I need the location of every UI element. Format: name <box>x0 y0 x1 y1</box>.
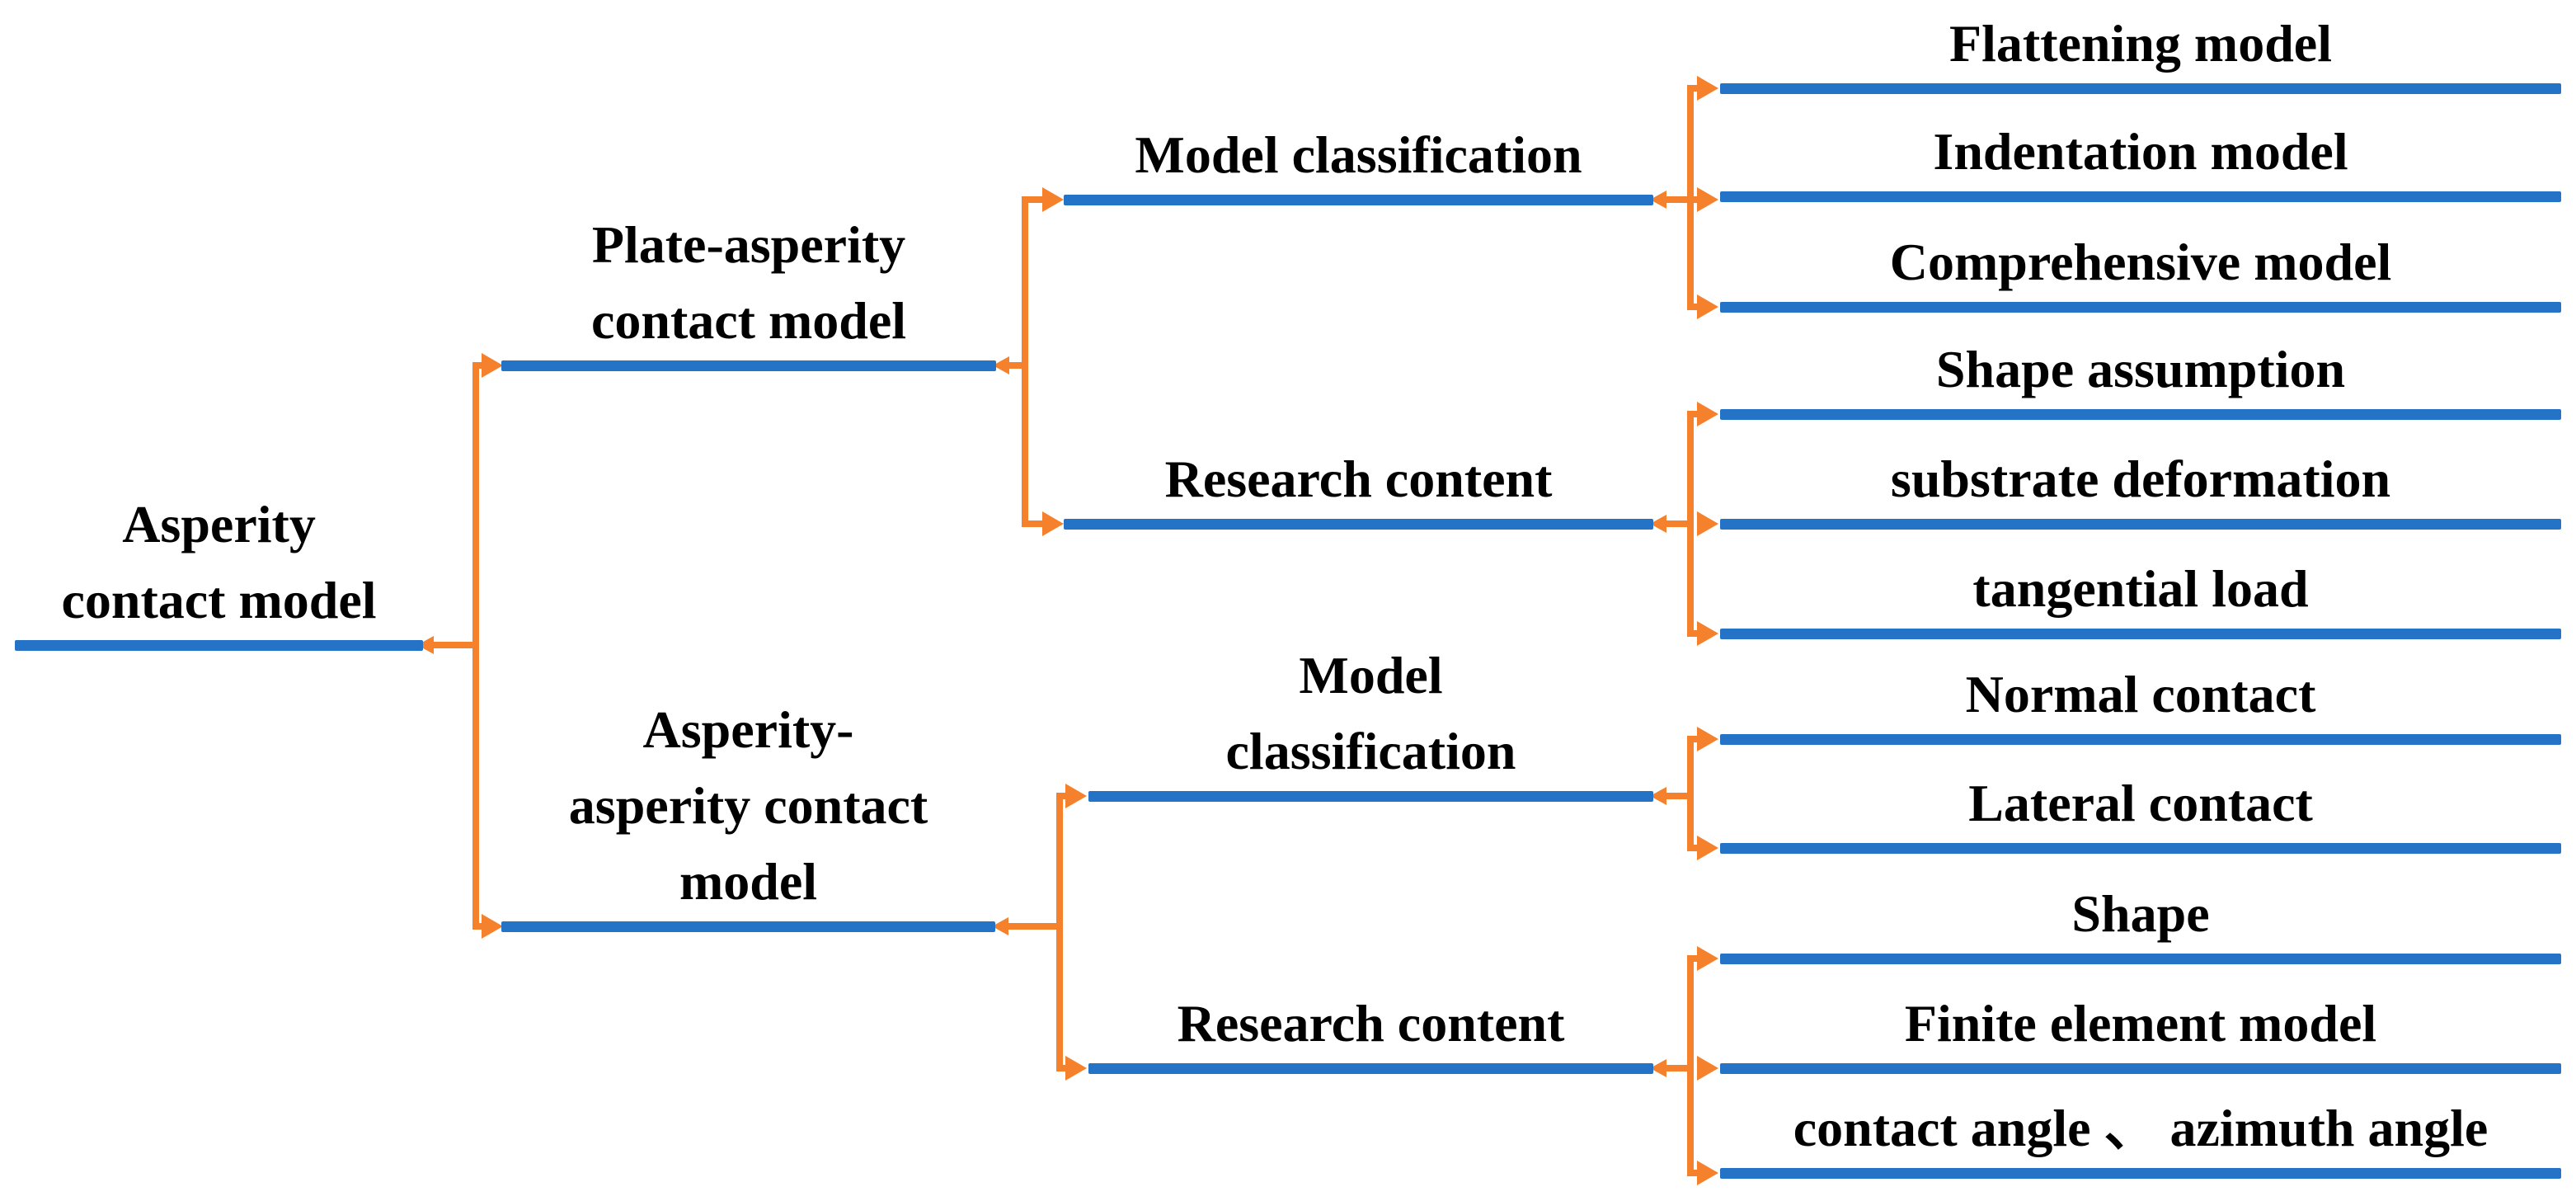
node-underline <box>1064 519 1653 530</box>
node-label: Shape assumption <box>1935 340 2346 398</box>
node-label: Finite element model <box>1904 994 2377 1053</box>
node-label: Comprehensive model <box>1889 233 2392 291</box>
node-model-classification-2: Model classification <box>1088 638 1653 802</box>
node-label: Model classification <box>1135 125 1582 184</box>
connector-research-content2-to-leaves <box>1650 946 1718 1185</box>
node-underline <box>1720 1168 2561 1179</box>
node-substrate-deformation: substrate deformation <box>1720 441 2561 530</box>
node-research-content-1: Research content <box>1064 441 1653 530</box>
node-plate-asperity-contact-model: Plate-asperity contact model <box>501 207 996 371</box>
node-normal-contact: Normal contact <box>1720 657 2561 745</box>
node-underline <box>15 640 423 651</box>
node-label: Model classification <box>1225 646 1516 780</box>
node-label: tangential load <box>1972 559 2309 618</box>
node-asperity-asperity-contact-model: Asperity- asperity contact model <box>501 692 995 932</box>
node-label: substrate deformation <box>1890 450 2391 508</box>
node-shape-assumption: Shape assumption <box>1720 332 2561 420</box>
node-underline <box>1720 734 2561 745</box>
node-label: Research content <box>1177 994 1565 1053</box>
node-contact-angle-azimuth-angle: contact angle 、 azimuth angle <box>1720 1090 2561 1179</box>
node-underline <box>1064 195 1653 205</box>
node-underline <box>1720 629 2561 639</box>
node-label: Asperity contact model <box>61 495 377 629</box>
node-label: contact angle 、 azimuth angle <box>1793 1099 2489 1157</box>
node-label: Asperity- asperity contact model <box>568 700 928 911</box>
connector-research-content1-to-leaves <box>1650 402 1718 646</box>
connector-plate-to-children <box>993 187 1064 536</box>
connector-asperity-asperity-to-children <box>992 784 1087 1081</box>
node-underline <box>1720 302 2561 313</box>
node-label: Research content <box>1164 450 1553 508</box>
node-flattening-model: Flattening model <box>1720 6 2561 94</box>
node-shape: Shape <box>1720 876 2561 964</box>
node-underline <box>1720 1063 2561 1074</box>
node-label: Lateral contact <box>1968 774 2313 832</box>
node-underline <box>1720 83 2561 94</box>
node-underline <box>501 360 996 371</box>
node-asperity-contact-model: Asperity contact model <box>15 487 423 651</box>
node-tangential-load: tangential load <box>1720 551 2561 639</box>
node-underline <box>1720 409 2561 420</box>
connector-model-classification1-to-leaves <box>1650 76 1718 319</box>
node-underline <box>1720 843 2561 854</box>
node-lateral-contact: Lateral contact <box>1720 765 2561 854</box>
connector-model-classification2-to-leaves <box>1650 727 1718 860</box>
connector-root-to-level1 <box>417 353 503 939</box>
node-indentation-model: Indentation model <box>1720 114 2561 202</box>
node-underline <box>501 921 995 932</box>
node-label: Flattening model <box>1949 14 2332 73</box>
node-underline <box>1720 191 2561 202</box>
node-underline <box>1720 519 2561 530</box>
node-underline <box>1720 954 2561 964</box>
node-label: Shape <box>2071 884 2210 943</box>
node-label: Indentation model <box>1933 122 2348 181</box>
node-comprehensive-model: Comprehensive model <box>1720 224 2561 313</box>
node-underline <box>1088 1063 1653 1074</box>
node-research-content-2: Research content <box>1088 986 1653 1074</box>
node-label: Plate-asperity contact model <box>590 215 907 350</box>
node-label: Normal contact <box>1965 665 2316 723</box>
node-underline <box>1088 791 1653 802</box>
node-finite-element-model: Finite element model <box>1720 986 2561 1074</box>
node-model-classification-1: Model classification <box>1064 117 1653 205</box>
